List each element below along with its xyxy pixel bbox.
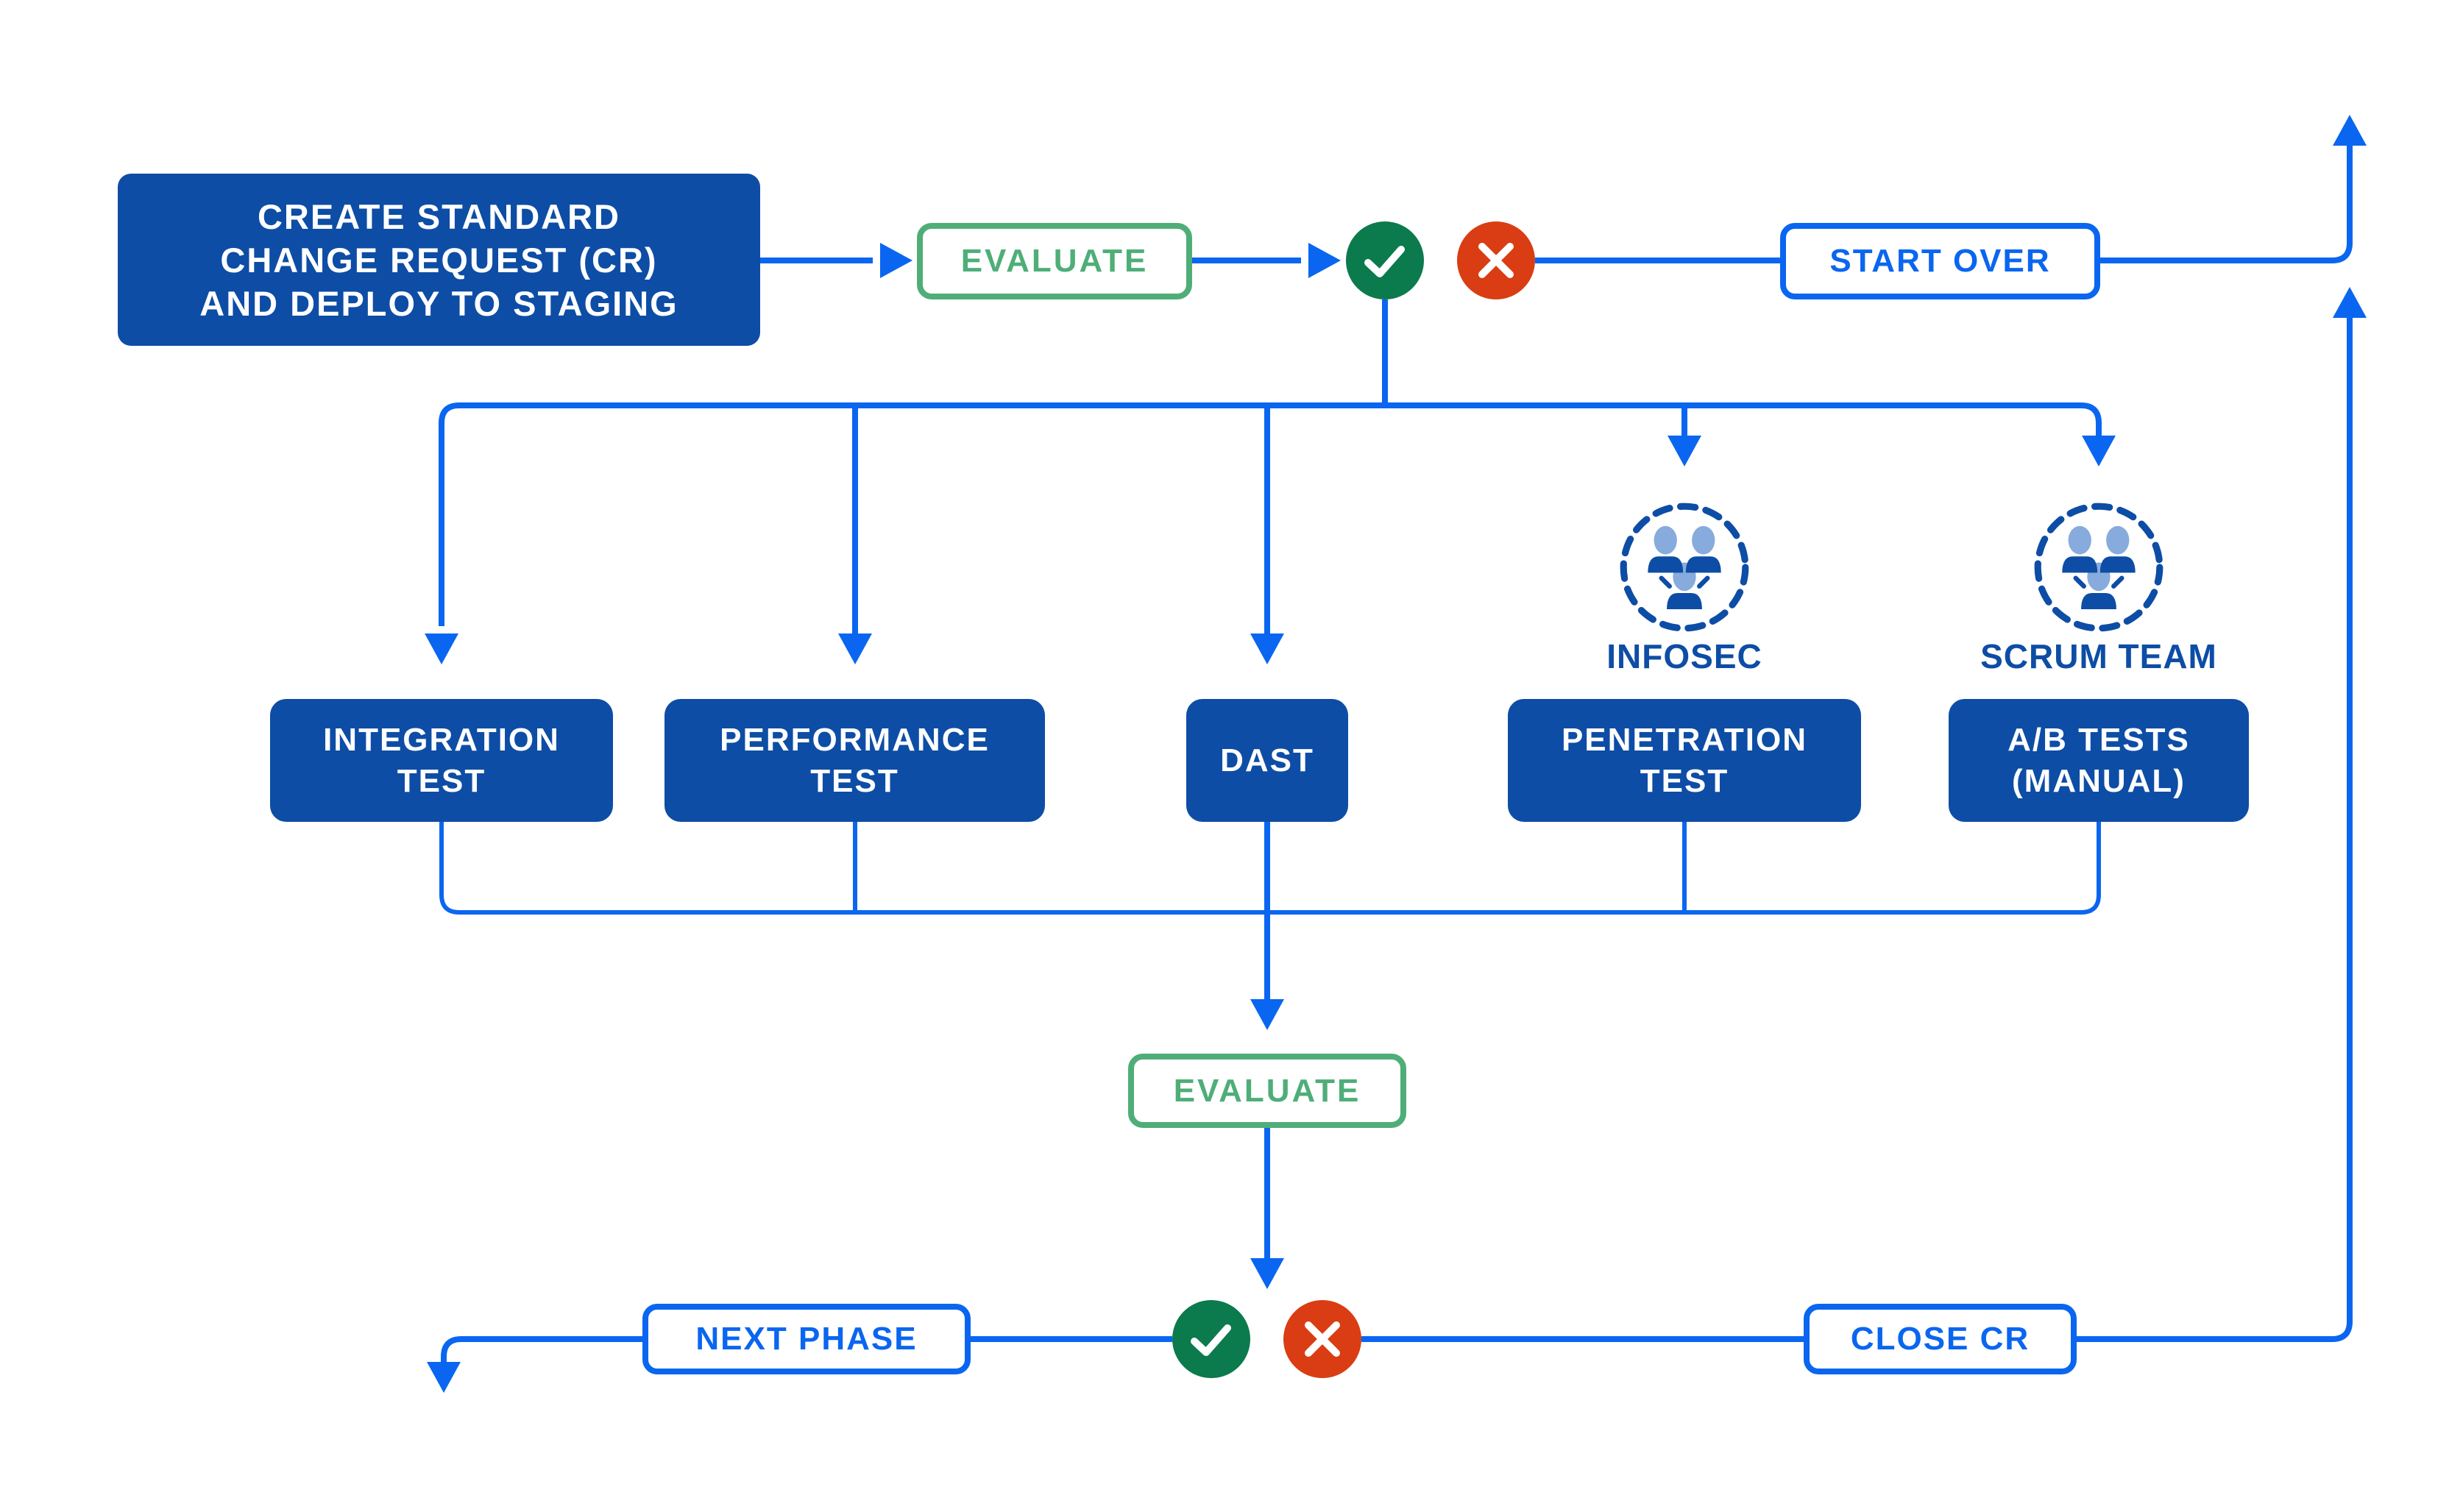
integration-test-box: INTEGRATION TEST — [270, 699, 613, 822]
arrowhead-exit-down — [427, 1362, 461, 1393]
arrowhead-scrum — [2082, 436, 2116, 466]
penetration-test-box: PENETRATION TEST — [1508, 699, 1861, 822]
arrowhead-performance — [838, 633, 872, 664]
evaluate-bottom-box: EVALUATE — [1128, 1054, 1406, 1128]
scrum-team-icon — [2031, 500, 2166, 635]
close-cr-box: CLOSE CR — [1804, 1304, 2077, 1374]
fail-icon-bottom — [1283, 1300, 1361, 1378]
arrowhead-closecr-merge — [2333, 287, 2367, 318]
start-over-box: START OVER — [1780, 223, 2100, 299]
arrowhead-into-pass — [1308, 243, 1341, 278]
arrowhead-into-pass2 — [1250, 1258, 1284, 1289]
ab-tests-box: A/B TESTS (MANUAL) — [1949, 699, 2249, 822]
x-icon — [1305, 1321, 1340, 1357]
arrowhead-into-evaluate — [880, 243, 912, 278]
edge-nextphase-exit — [441, 1336, 642, 1362]
arrowhead-infosec — [1668, 436, 1701, 466]
pass-icon-bottom — [1172, 1300, 1250, 1378]
performance-test-box: PERFORMANCE TEST — [665, 699, 1045, 822]
edge-startover-loop-up — [2100, 146, 2353, 263]
fail-icon-top — [1457, 221, 1535, 299]
arrowhead-integration — [425, 633, 458, 664]
dast-box: DAST — [1186, 699, 1348, 822]
create-cr-box: CREATE STANDARD CHANGE REQUEST (CR) AND … — [118, 174, 760, 346]
next-phase-box: NEXT PHASE — [642, 1304, 971, 1374]
infosec-label: INFOSEC — [1606, 637, 1762, 675]
evaluate-top-box: EVALUATE — [917, 223, 1192, 299]
scrum-team-label: SCRUM TEAM — [1980, 637, 2217, 675]
check-icon — [1191, 1324, 1231, 1356]
arrowhead-dast — [1250, 633, 1284, 664]
infosec-team-icon — [1617, 500, 1752, 635]
edge-closecr-loop-up — [2077, 318, 2353, 1342]
check-icon — [1364, 246, 1405, 277]
pass-icon-top — [1346, 221, 1424, 299]
x-icon — [1478, 243, 1514, 278]
arrowhead-into-evaluate2 — [1250, 999, 1284, 1030]
arrowhead-loop-top — [2333, 115, 2367, 146]
